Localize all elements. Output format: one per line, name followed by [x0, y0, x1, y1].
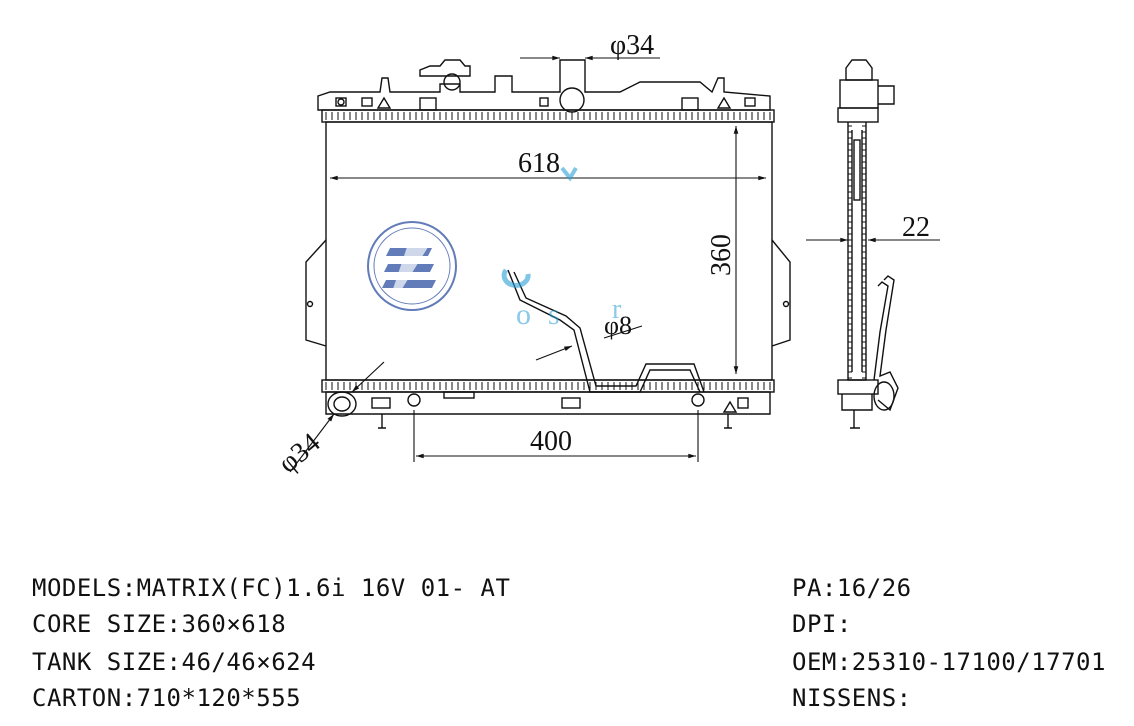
fin-ticks: [325, 112, 771, 390]
spec-core-size-key: CORE SIZE:: [32, 610, 182, 638]
bottom-outlet: [327, 391, 357, 417]
dim-top-pipe: φ34: [610, 30, 654, 61]
side-fin-ticks: [848, 125, 866, 379]
spec-nissens-key: NISSENS:: [792, 684, 912, 712]
spec-core-size: CORE SIZE:360×618: [32, 610, 286, 638]
watermark-letter-2: s: [548, 298, 560, 331]
spec-core-size-value: 360×618: [181, 610, 287, 638]
spec-models-key: MODELS:: [32, 574, 137, 602]
text-watermark: o s r: [501, 166, 622, 331]
spec-tank-size: TANK SIZE:46/46×624: [32, 648, 316, 676]
dim-thickness: 22: [902, 212, 930, 243]
filler-cap: [419, 59, 471, 77]
spec-oem-key: OEM:: [792, 648, 852, 676]
spec-carton-key: CARTON:: [32, 684, 137, 712]
watermark-letter-1: o: [516, 298, 531, 331]
logo-watermark: [367, 221, 457, 311]
oil-cooler-line: [507, 269, 701, 393]
spec-tank-size-value: 46/46×624: [181, 648, 317, 676]
top-outlet: [559, 87, 585, 113]
spec-pa-value: 16/26: [836, 574, 912, 602]
spec-models: MODELS:MATRIX(FC)1.6i 16V 01- AT: [32, 574, 510, 602]
spec-carton-value: 710*120*555: [136, 684, 302, 712]
front-view: [305, 59, 791, 429]
top-tank: [317, 59, 771, 111]
side-core: [847, 122, 867, 381]
dim-width: 618: [518, 148, 560, 179]
spec-dpi: DPI:: [792, 610, 852, 638]
spec-oem: OEM:25310-17100/17701: [792, 648, 1106, 676]
spec-dpi-key: DPI:: [792, 610, 852, 638]
spec-models-value: MATRIX(FC)1.6i 16V 01- AT: [136, 574, 511, 602]
spec-carton: CARTON:710*120*555: [32, 684, 301, 712]
spec-tank-size-key: TANK SIZE:: [32, 648, 182, 676]
watermark-letter-3: r: [612, 294, 622, 325]
spec-oem-value: 25310-17100/17701: [851, 648, 1106, 676]
spec-pa-key: PA:: [792, 574, 837, 602]
dimension-lines: [289, 55, 940, 473]
dim-small-pipe: φ8: [604, 311, 632, 340]
dim-height: 360: [706, 234, 737, 276]
side-view: [837, 59, 899, 429]
spec-nissens: NISSENS:: [792, 684, 912, 712]
dim-bottom-spacing: 400: [530, 426, 572, 457]
radiator-technical-drawing: φ34 618 360 22 φ8 φ34 400 o s r: [273, 30, 940, 479]
spec-pa: PA:16/26: [792, 574, 912, 602]
